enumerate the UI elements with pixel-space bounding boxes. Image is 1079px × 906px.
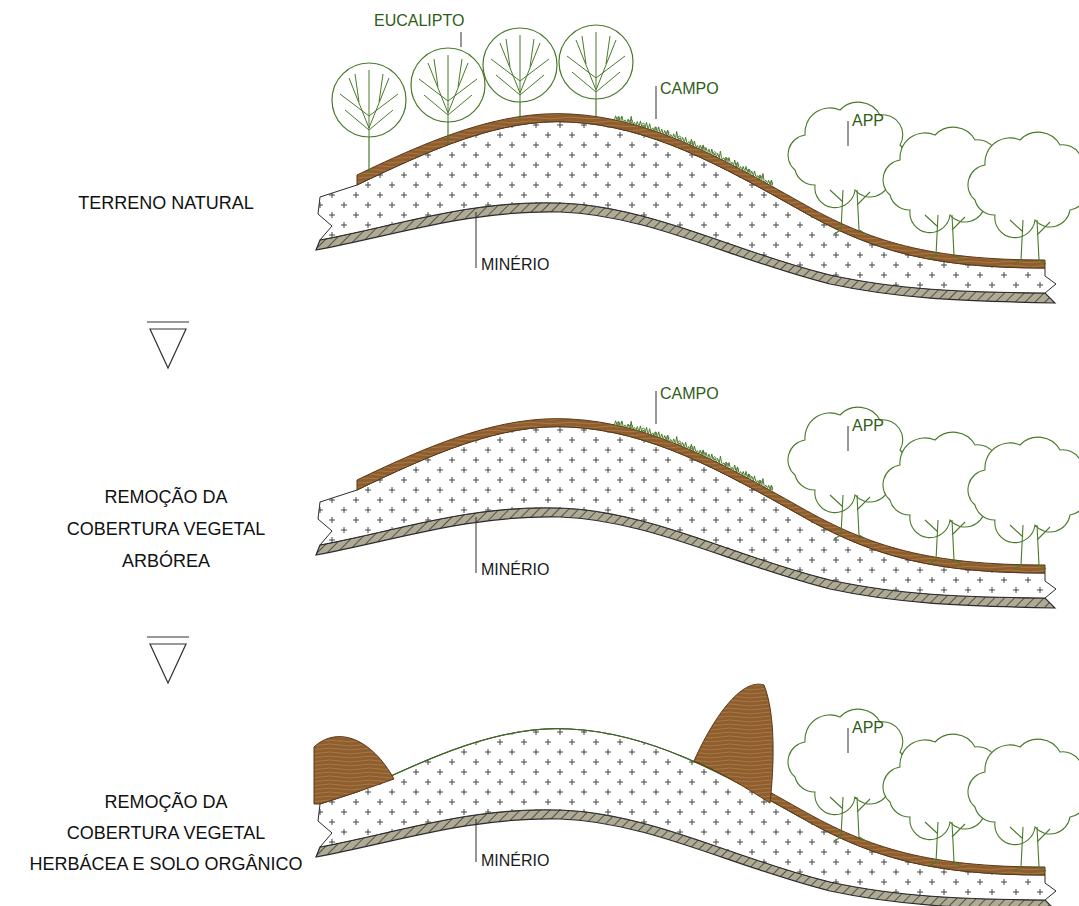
vegetation-label: APP: [852, 719, 884, 737]
stage-label: TERRENO NATURAL: [0, 187, 332, 219]
layer-label: MINÉRIO: [481, 852, 549, 870]
vegetation-label: APP: [852, 112, 884, 130]
vegetation-label: CAMPO: [660, 385, 719, 403]
stage-natural: [316, 25, 1079, 303]
stage-tree-removal: [316, 391, 1079, 608]
vegetation-label: APP: [852, 417, 884, 435]
layer-label: MINÉRIO: [481, 561, 549, 579]
stage-topsoil-removal: [314, 684, 1079, 906]
layer-label: MINÉRIO: [481, 256, 549, 274]
tree-label: EUCALIPTO: [374, 12, 464, 30]
vegetation-label: CAMPO: [660, 80, 719, 98]
stage-label: REMOÇÃO DA COBERTURA VEGETAL ARBÓREA: [0, 481, 332, 577]
stage-label: REMOÇÃO DA COBERTURA VEGETAL HERBÁCEA E …: [0, 787, 332, 880]
